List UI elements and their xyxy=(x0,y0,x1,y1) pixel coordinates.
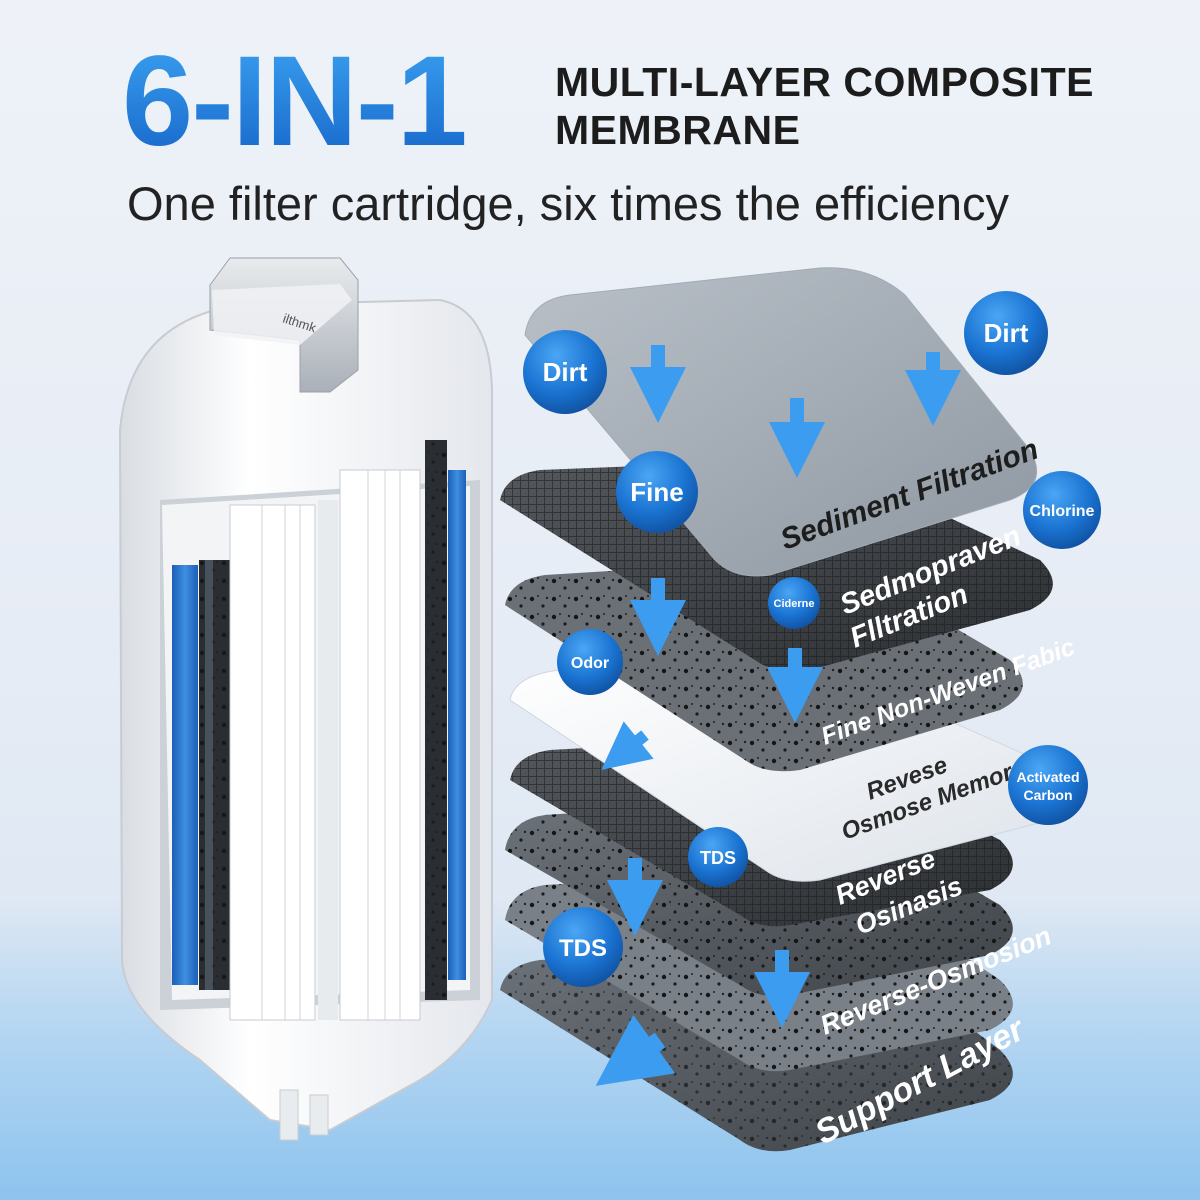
svg-text:Dirt: Dirt xyxy=(984,318,1029,348)
right-media-strip xyxy=(425,440,466,1000)
bubble-ciderne: Ciderne xyxy=(768,577,820,629)
contaminant-bubbles: Dirt Dirt Fine Chlorine Ciderne Odor Act… xyxy=(523,291,1101,987)
subheadline-line-2: MEMBRANE xyxy=(555,107,801,153)
svg-text:Ciderne: Ciderne xyxy=(774,598,815,610)
pleated-membrane xyxy=(229,469,421,1021)
bubble-chlorine: Chlorine xyxy=(1023,471,1101,549)
headline: 6-IN-1 xyxy=(122,30,468,173)
flow-arrows xyxy=(595,345,961,1086)
subheadline-line-1: MULTI-LAYER COMPOSITE xyxy=(555,59,1094,105)
bubble-activated-carbon: Activated Carbon xyxy=(1008,745,1088,825)
bubble-tds-small: TDS xyxy=(688,827,748,887)
layer-sediment xyxy=(524,267,1038,577)
filter-cartridge: ilthmk xyxy=(118,257,493,1141)
bubble-odor: Odor xyxy=(557,629,623,695)
svg-text:Fine: Fine xyxy=(630,477,683,507)
bubble-dirt-left: Dirt xyxy=(523,330,607,414)
arrow-6 xyxy=(601,721,654,770)
bubble-tds-large: TDS xyxy=(543,907,623,987)
left-media-strip xyxy=(172,560,231,990)
svg-text:Activated: Activated xyxy=(1016,769,1079,785)
arrow-9 xyxy=(595,1014,676,1086)
svg-text:TDS: TDS xyxy=(700,848,736,868)
subheadline: MULTI-LAYER COMPOSITE MEMBRANE xyxy=(555,58,1094,154)
svg-text:Chlorine: Chlorine xyxy=(1030,503,1095,520)
svg-text:Dirt: Dirt xyxy=(543,357,588,387)
tagline: One filter cartridge, six times the effi… xyxy=(127,177,1010,230)
svg-text:Carbon: Carbon xyxy=(1024,787,1073,803)
bubble-dirt-right: Dirt xyxy=(964,291,1048,375)
svg-text:Odor: Odor xyxy=(571,655,609,672)
svg-text:TDS: TDS xyxy=(559,935,607,962)
cartridge-handle: ilthmk xyxy=(209,257,359,393)
bubble-fine: Fine xyxy=(616,451,698,533)
layer-stack xyxy=(500,267,1074,1152)
